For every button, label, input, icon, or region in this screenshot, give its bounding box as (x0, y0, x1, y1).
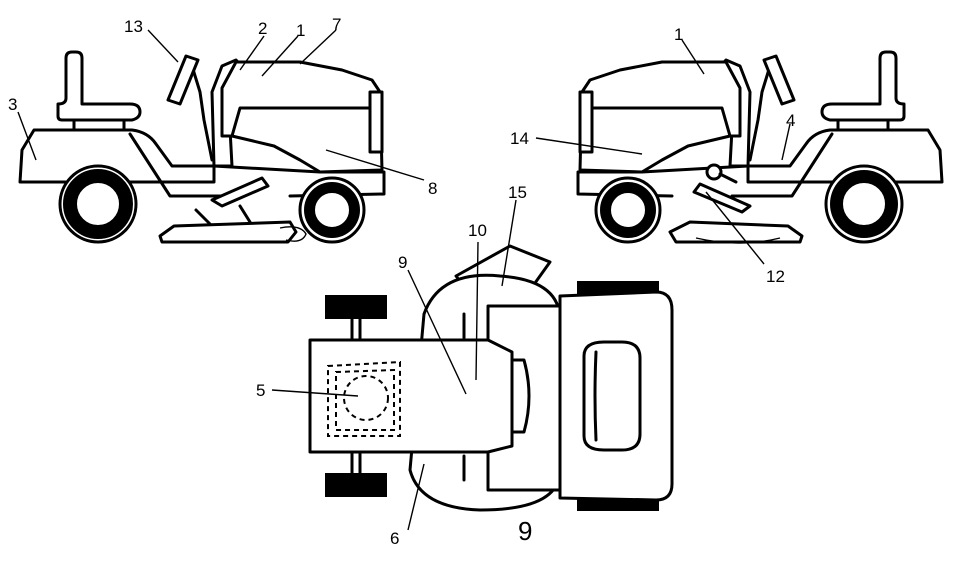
figure-number: 9 (518, 516, 532, 546)
engine-outline-top (327, 360, 401, 437)
tractor-top-view (308, 244, 674, 512)
front-wheel-top-upper (325, 295, 387, 319)
callout-7: 7 (332, 15, 341, 34)
callout-8: 8 (428, 179, 437, 198)
callout-9: 9 (398, 253, 407, 272)
tractor-left-side-view (18, 50, 386, 244)
callout-labels: 13 2 1 7 3 8 1 14 4 12 15 10 9 5 6 9 (8, 15, 795, 548)
tractor-right-side-view (576, 50, 944, 244)
rear-fender-left (18, 128, 216, 184)
hood-top (308, 338, 514, 454)
rear-fender-right (746, 128, 944, 184)
steering-column-left (190, 64, 214, 162)
callout-2: 2 (258, 19, 267, 38)
seat-right (820, 50, 906, 122)
mower-deck-right (668, 220, 804, 244)
deck-lever-right (692, 182, 752, 214)
deck-lever-left (210, 176, 270, 208)
callout-1-left: 1 (296, 21, 305, 40)
lift-knob-right (705, 163, 723, 181)
hood-left (220, 60, 384, 174)
mower-deck-left (158, 220, 298, 244)
callout-6: 6 (390, 529, 399, 548)
callout-1-right: 1 (674, 25, 683, 44)
seat-left (56, 50, 142, 122)
seat-top (582, 340, 642, 452)
callout-15: 15 (508, 183, 527, 202)
steering-wheel-left (166, 54, 200, 106)
callout-4: 4 (786, 111, 795, 130)
callout-3: 3 (8, 95, 17, 114)
callout-10: 10 (468, 221, 487, 240)
leader-lines (17, 29, 791, 531)
callout-12: 12 (766, 267, 785, 286)
callout-5: 5 (256, 381, 265, 400)
front-wheel-top-lower (325, 473, 387, 497)
callout-14: 14 (510, 129, 529, 148)
hood-right (578, 60, 742, 174)
steering-wheel-right (762, 54, 796, 106)
callout-13: 13 (124, 17, 143, 36)
steering-column-right (748, 64, 772, 162)
